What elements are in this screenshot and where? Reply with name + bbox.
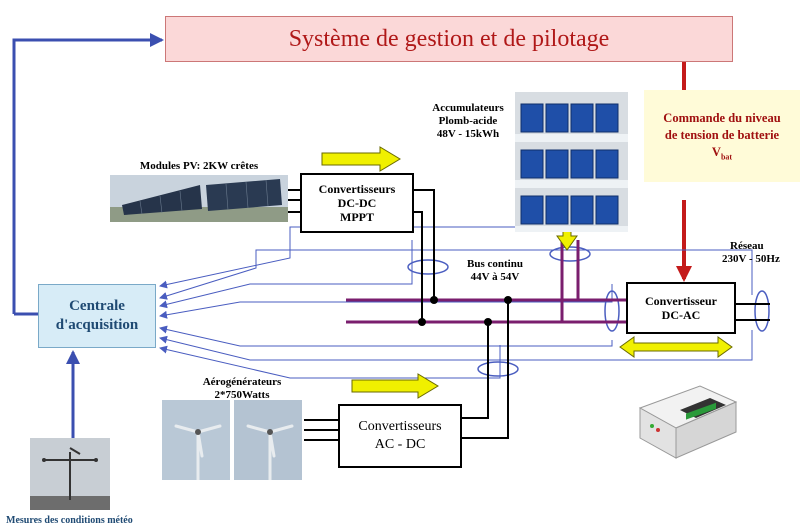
sensor-bus (604, 290, 620, 332)
node-4 (504, 296, 512, 304)
pv-modules-label: Modules PV: 2KW crêtes (139, 160, 259, 172)
measure-line-2 (159, 249, 753, 300)
wind-turbines-label: Aérogénérateurs 2*750Watts (182, 376, 302, 402)
battery-command-line1: Commande du niveau (663, 111, 781, 125)
battery-command-line2: de tension de batterie (664, 128, 780, 142)
sensor-pv (407, 259, 449, 275)
dc-bus-label: Bus continu 44V à 54V (440, 258, 550, 284)
dc-bus-line1: Bus continu (467, 258, 523, 270)
battery-voltage-subscript: bat (720, 152, 733, 162)
measure-line-7 (159, 345, 501, 379)
dc-bus-line2: 44V à 54V (470, 271, 520, 283)
acdc-out-2 (462, 300, 509, 439)
weather-station-label: Mesures des conditions météo (6, 515, 133, 526)
grid-power-arrow (619, 336, 733, 358)
pv-power-arrow (321, 146, 401, 172)
wind-line1: Aérogénérateurs (202, 376, 282, 388)
node-3 (484, 318, 492, 326)
pv-modules-photo (110, 175, 288, 222)
acdc-line2: AC - DC (374, 437, 426, 452)
dcdc-line1: Convertisseurs (318, 182, 396, 196)
accumulators-line2: Plomb-acide (438, 115, 498, 127)
measure-line-5 (159, 325, 613, 347)
dcdc-converter-box: Convertisseurs DC-DC MPPT (300, 173, 414, 233)
dcac-line1: Convertisseur (645, 294, 717, 308)
inverter-device-photo (630, 380, 742, 460)
dcdc-line3: MPPT (340, 210, 374, 224)
dcac-line2: DC-AC (661, 308, 701, 322)
node-1 (430, 296, 438, 304)
dcdc-out-2 (414, 211, 423, 322)
accumulators-line1: Accumulateurs (432, 102, 504, 114)
grid-line2: 230V - 50Hz (722, 253, 780, 265)
wind-turbines-photo (162, 400, 302, 480)
sensor-grid (754, 290, 770, 332)
weather-station-photo (30, 438, 110, 510)
accumulators-label: Accumulateurs Plomb-acide 48V - 15kWh (418, 102, 518, 141)
wind-power-arrow (351, 373, 439, 399)
dcac-converter-box: Convertisseur DC-AC (626, 282, 736, 334)
acdc-line1: Convertisseurs (358, 419, 442, 434)
sensor-battery (549, 246, 591, 262)
accumulators-line3: 48V - 15kWh (436, 128, 500, 140)
acquisition-unit-box: Centrale d'acquisition (38, 284, 156, 348)
management-system-title: Système de gestion et de pilotage (288, 25, 610, 52)
batteries-photo (515, 92, 628, 232)
acdc-out-1 (462, 322, 489, 419)
acquisition-line1: Centrale (69, 298, 125, 314)
measure-line-6 (159, 330, 753, 361)
grid-label: Réseau 230V - 50Hz (722, 240, 798, 266)
wind-line2: 2*750Watts (214, 389, 270, 401)
sensor-wind (477, 361, 519, 377)
measure-line-4 (159, 284, 613, 319)
dcdc-line2: DC-DC (337, 196, 377, 210)
acquisition-line2: d'acquisition (55, 317, 139, 333)
management-system-box: Système de gestion et de pilotage (165, 16, 733, 62)
dcdc-out-1 (414, 189, 435, 300)
feedback-arrow (12, 33, 164, 314)
grid-line1: Réseau (730, 240, 764, 252)
battery-command-note: Commande du niveau de tension de batteri… (644, 90, 800, 182)
acdc-converter-box: Convertisseurs AC - DC (338, 404, 462, 468)
battery-voltage-symbol: V (711, 145, 721, 159)
node-2 (418, 318, 426, 326)
